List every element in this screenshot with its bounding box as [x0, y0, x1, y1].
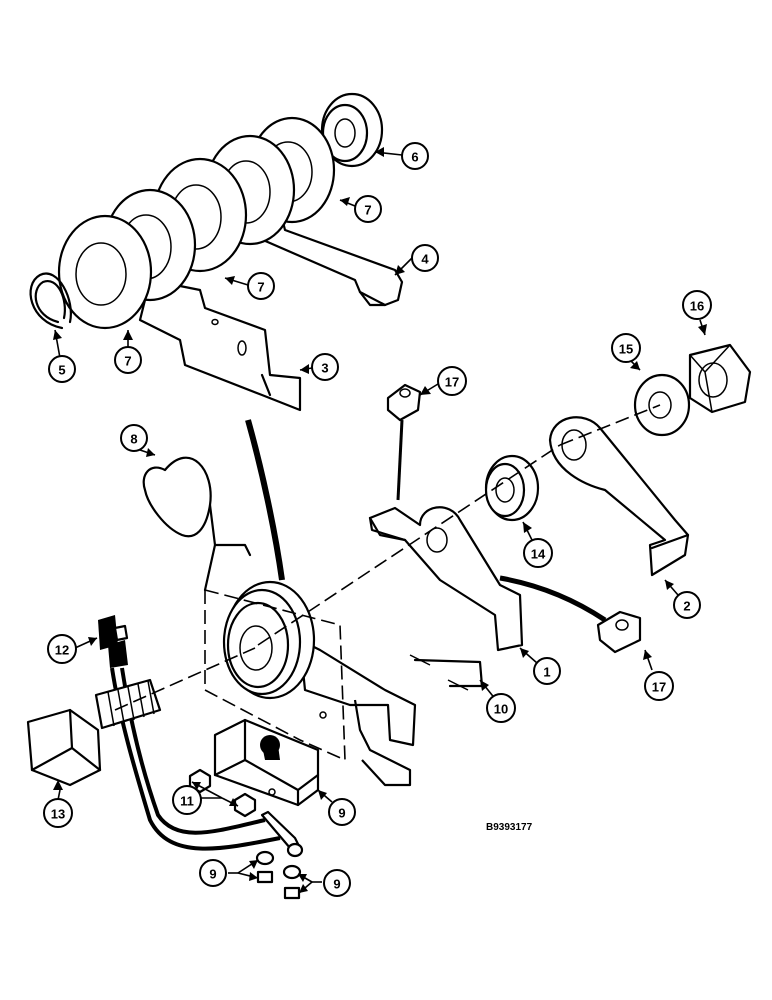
callout-3: 3 [311, 353, 339, 381]
leader-lines [53, 147, 707, 894]
washer-part-15 [633, 373, 691, 437]
connector-part-12 [98, 615, 129, 668]
spring-part-8 [142, 456, 252, 592]
callout-13: 13 [43, 798, 73, 828]
svg-text:14: 14 [531, 547, 546, 562]
svg-text:4: 4 [421, 252, 429, 267]
callout-14: 14 [523, 538, 553, 568]
svg-text:9: 9 [338, 806, 345, 821]
svg-text:15: 15 [619, 342, 633, 357]
svg-text:6: 6 [411, 150, 418, 165]
callout-6: 6 [401, 142, 429, 170]
callout-9-switch: 9 [328, 798, 356, 826]
bracket-part-1 [368, 506, 524, 652]
clip-part-17-lower [596, 610, 642, 654]
callout-5: 5 [48, 355, 76, 383]
cable [245, 419, 607, 623]
callout-12: 12 [47, 634, 77, 664]
clip-part-17-upper [386, 383, 422, 422]
bolt-part-13 [26, 678, 162, 787]
svg-text:9: 9 [333, 877, 340, 892]
svg-text:2: 2 [683, 599, 690, 614]
hex-nut-part-16 [688, 343, 752, 414]
svg-text:10: 10 [494, 702, 508, 717]
svg-text:1: 1 [543, 665, 550, 680]
svg-text:7: 7 [257, 280, 264, 295]
callout-17-upper: 17 [437, 366, 467, 396]
svg-text:9: 9 [209, 867, 216, 882]
svg-text:17: 17 [652, 680, 666, 695]
bracket-part-3 [138, 278, 302, 412]
svg-text:7: 7 [364, 203, 371, 218]
svg-text:8: 8 [130, 432, 137, 447]
assembly-outline [204, 589, 346, 762]
svg-text:7: 7 [124, 354, 131, 369]
callout-10: 10 [486, 693, 516, 723]
callout-7-c: 7 [114, 346, 142, 374]
callout-11: 11 [172, 785, 202, 815]
svg-text:13: 13 [51, 807, 65, 822]
callout-7-a: 7 [354, 195, 382, 223]
bracket-under-pulley [298, 638, 417, 787]
callout-4: 4 [411, 244, 439, 272]
explosion-lines [114, 404, 661, 711]
screws-part-9 [255, 850, 302, 900]
figure-reference-code: B9393177 [486, 822, 533, 833]
washer-part-7-e [57, 214, 153, 330]
switch-part-9 [213, 718, 320, 807]
spacer-part-14 [484, 454, 540, 522]
svg-text:16: 16 [690, 299, 704, 314]
callout-9-left: 9 [199, 859, 227, 887]
svg-text:12: 12 [55, 643, 69, 658]
callout-1: 1 [533, 657, 561, 685]
svg-text:11: 11 [180, 794, 194, 809]
callout-8: 8 [120, 424, 148, 452]
pulley [222, 580, 316, 700]
callout-17-lower: 17 [644, 671, 674, 701]
callout-2: 2 [673, 591, 701, 619]
callout-15: 15 [611, 333, 641, 363]
callout-7-b: 7 [247, 272, 275, 300]
snap-ring-part-5 [29, 272, 72, 330]
svg-text:5: 5 [58, 363, 65, 378]
callout-16: 16 [682, 290, 712, 320]
bushing-part-6 [320, 92, 384, 168]
svg-text:17: 17 [445, 375, 459, 390]
svg-text:3: 3 [321, 361, 328, 376]
callout-9-right: 9 [323, 869, 351, 897]
u-bolt-part-10 [409, 654, 484, 691]
